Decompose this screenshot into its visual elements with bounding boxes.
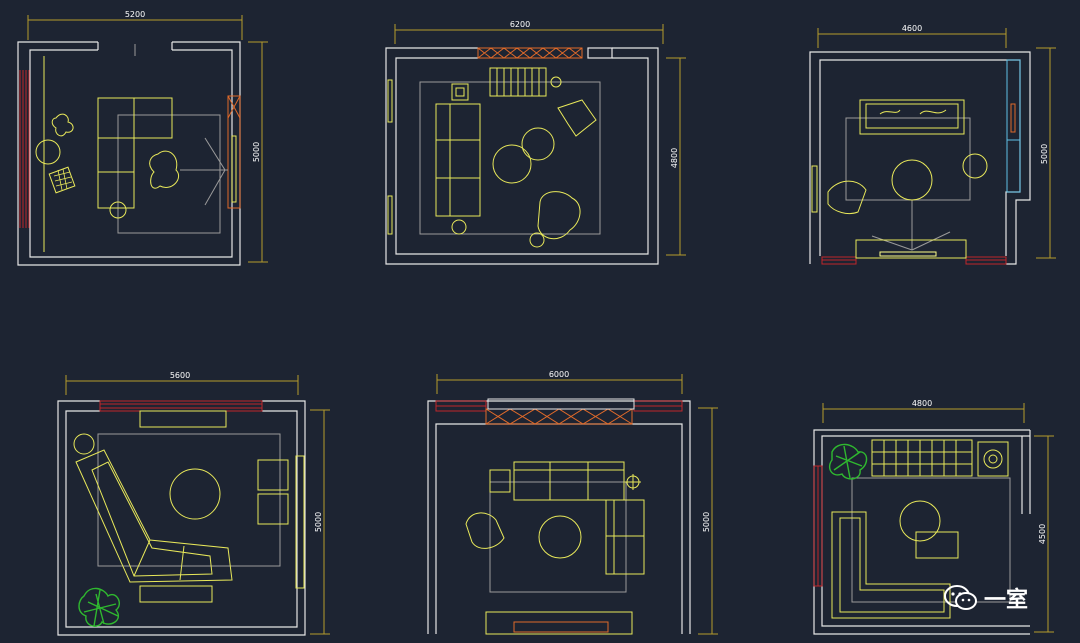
dimension-height-label: 5000 bbox=[252, 142, 261, 162]
dimension-height-label: 4800 bbox=[670, 148, 679, 168]
floor-plan-6: 4800 4500 bbox=[813, 399, 1054, 635]
floor-plan-5: 6000 5000 bbox=[427, 370, 718, 635]
dimension-width-label: 4600 bbox=[902, 24, 922, 33]
watermark-text: 一室 bbox=[984, 588, 1029, 613]
dimension-width-label: 4800 bbox=[912, 399, 932, 408]
dimension-height-label: 4500 bbox=[1038, 524, 1047, 544]
floor-plan-1: 5200 5000 bbox=[17, 10, 268, 266]
wechat-icon bbox=[944, 585, 977, 610]
dimension-height-label: 5000 bbox=[1040, 144, 1049, 164]
dimension-width-label: 5200 bbox=[125, 10, 145, 19]
floor-plan-4: 5600 5000 bbox=[57, 371, 330, 636]
dimension-width-label: 6000 bbox=[549, 370, 569, 379]
dimension-height-label: 5000 bbox=[314, 512, 323, 532]
dimension-width-label: 5600 bbox=[170, 371, 190, 380]
dimension-height-label: 5000 bbox=[702, 512, 711, 532]
floor-plan-2: 6200 4800 bbox=[385, 20, 686, 265]
watermark: 一室 bbox=[944, 582, 1028, 614]
dimension-width-label: 6200 bbox=[510, 20, 530, 29]
floor-plan-3: 4600 5000 bbox=[809, 24, 1056, 265]
